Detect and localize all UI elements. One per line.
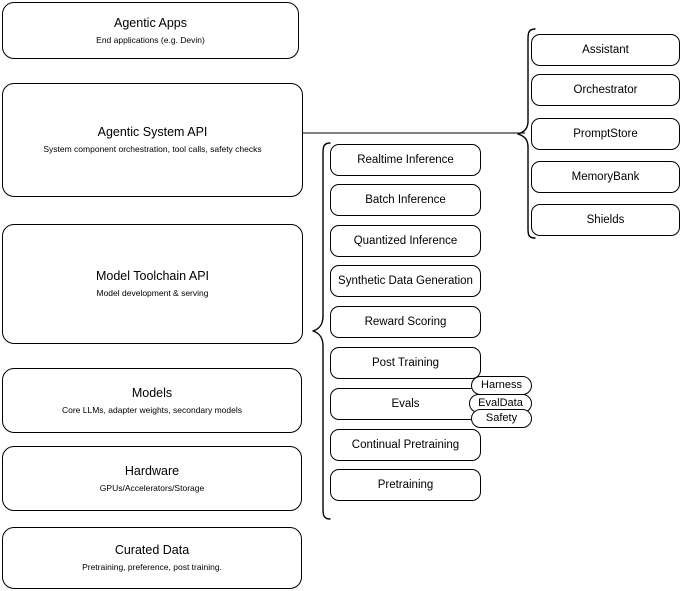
pill-label: Safety — [485, 412, 518, 424]
pill-harness[interactable]: Harness — [471, 376, 532, 395]
chip-realtime-inference[interactable]: Realtime Inference — [330, 144, 481, 176]
chip-reward-scoring[interactable]: Reward Scoring — [330, 306, 481, 338]
pill-safety[interactable]: Safety — [471, 409, 532, 428]
connector-system-api-to-components — [303, 128, 525, 138]
layer-title: Models — [131, 385, 173, 400]
layer-subtitle: Model development & serving — [96, 288, 209, 298]
chip-shields[interactable]: Shields — [531, 204, 680, 236]
chip-evals[interactable]: Evals — [330, 388, 481, 420]
layer-subtitle: Core LLMs, adapter weights, secondary mo… — [61, 404, 242, 415]
layer-models[interactable]: Models Core LLMs, adapter weights, secon… — [2, 368, 302, 433]
chip-batch-inference[interactable]: Batch Inference — [330, 184, 481, 216]
chip-label: Post Training — [371, 357, 440, 369]
chip-continual-pretraining[interactable]: Continual Pretraining — [330, 429, 481, 461]
layer-subtitle: Pretraining, preference, post training. — [82, 562, 222, 572]
chip-pretraining[interactable]: Pretraining — [330, 469, 481, 501]
layer-title: Curated Data — [114, 543, 190, 557]
chip-label: Quantized Inference — [353, 235, 458, 247]
chip-label: Pretraining — [377, 479, 434, 491]
chip-label: Realtime Inference — [357, 154, 454, 166]
layer-hardware[interactable]: Hardware GPUs/Accelerators/Storage — [2, 446, 302, 511]
layer-subtitle: End applications (e.g. Devin) — [96, 34, 205, 45]
layer-model-toolchain-api[interactable]: Model Toolchain API Model development & … — [2, 224, 303, 344]
brace-model-toolchain — [303, 140, 333, 522]
pill-evaldata[interactable]: EvalData — [469, 394, 532, 413]
chip-label: Orchestrator — [573, 84, 638, 96]
brace-agentic-system-components — [510, 26, 538, 242]
pill-label: Harness — [481, 379, 522, 391]
chip-label: Batch Inference — [365, 194, 446, 206]
chip-orchestrator[interactable]: Orchestrator — [531, 74, 680, 106]
chip-label: Assistant — [582, 44, 629, 56]
chip-label: Evals — [391, 398, 420, 410]
chip-label: MemoryBank — [571, 171, 640, 183]
layer-title: Model Toolchain API — [95, 269, 210, 283]
layer-agentic-apps[interactable]: Agentic Apps End applications (e.g. Devi… — [2, 2, 299, 59]
chip-label: Reward Scoring — [364, 316, 447, 328]
chip-synthetic-data-generation[interactable]: Synthetic Data Generation — [330, 265, 481, 297]
chip-label: Shields — [586, 214, 625, 226]
layer-title: Agentic Apps — [114, 15, 187, 30]
chip-quantized-inference[interactable]: Quantized Inference — [330, 225, 481, 257]
chip-promptstore[interactable]: PromptStore — [531, 118, 680, 150]
chip-assistant[interactable]: Assistant — [531, 34, 680, 66]
chip-memorybank[interactable]: MemoryBank — [531, 161, 680, 193]
chip-label: Synthetic Data Generation — [338, 275, 473, 287]
layer-subtitle: System component orchestration, tool cal… — [43, 144, 262, 154]
layer-title: Hardware — [124, 463, 180, 478]
chip-label: PromptStore — [573, 128, 638, 140]
layer-title: Agentic System API — [97, 125, 208, 139]
layer-agentic-system-api[interactable]: Agentic System API System component orch… — [2, 83, 303, 197]
chip-label: Continual Pretraining — [351, 439, 460, 451]
pill-label: EvalData — [478, 397, 523, 409]
chip-post-training[interactable]: Post Training — [330, 347, 481, 379]
layer-subtitle: GPUs/Accelerators/Storage — [99, 482, 205, 493]
layer-curated-data[interactable]: Curated Data Pretraining, preference, po… — [2, 527, 302, 589]
